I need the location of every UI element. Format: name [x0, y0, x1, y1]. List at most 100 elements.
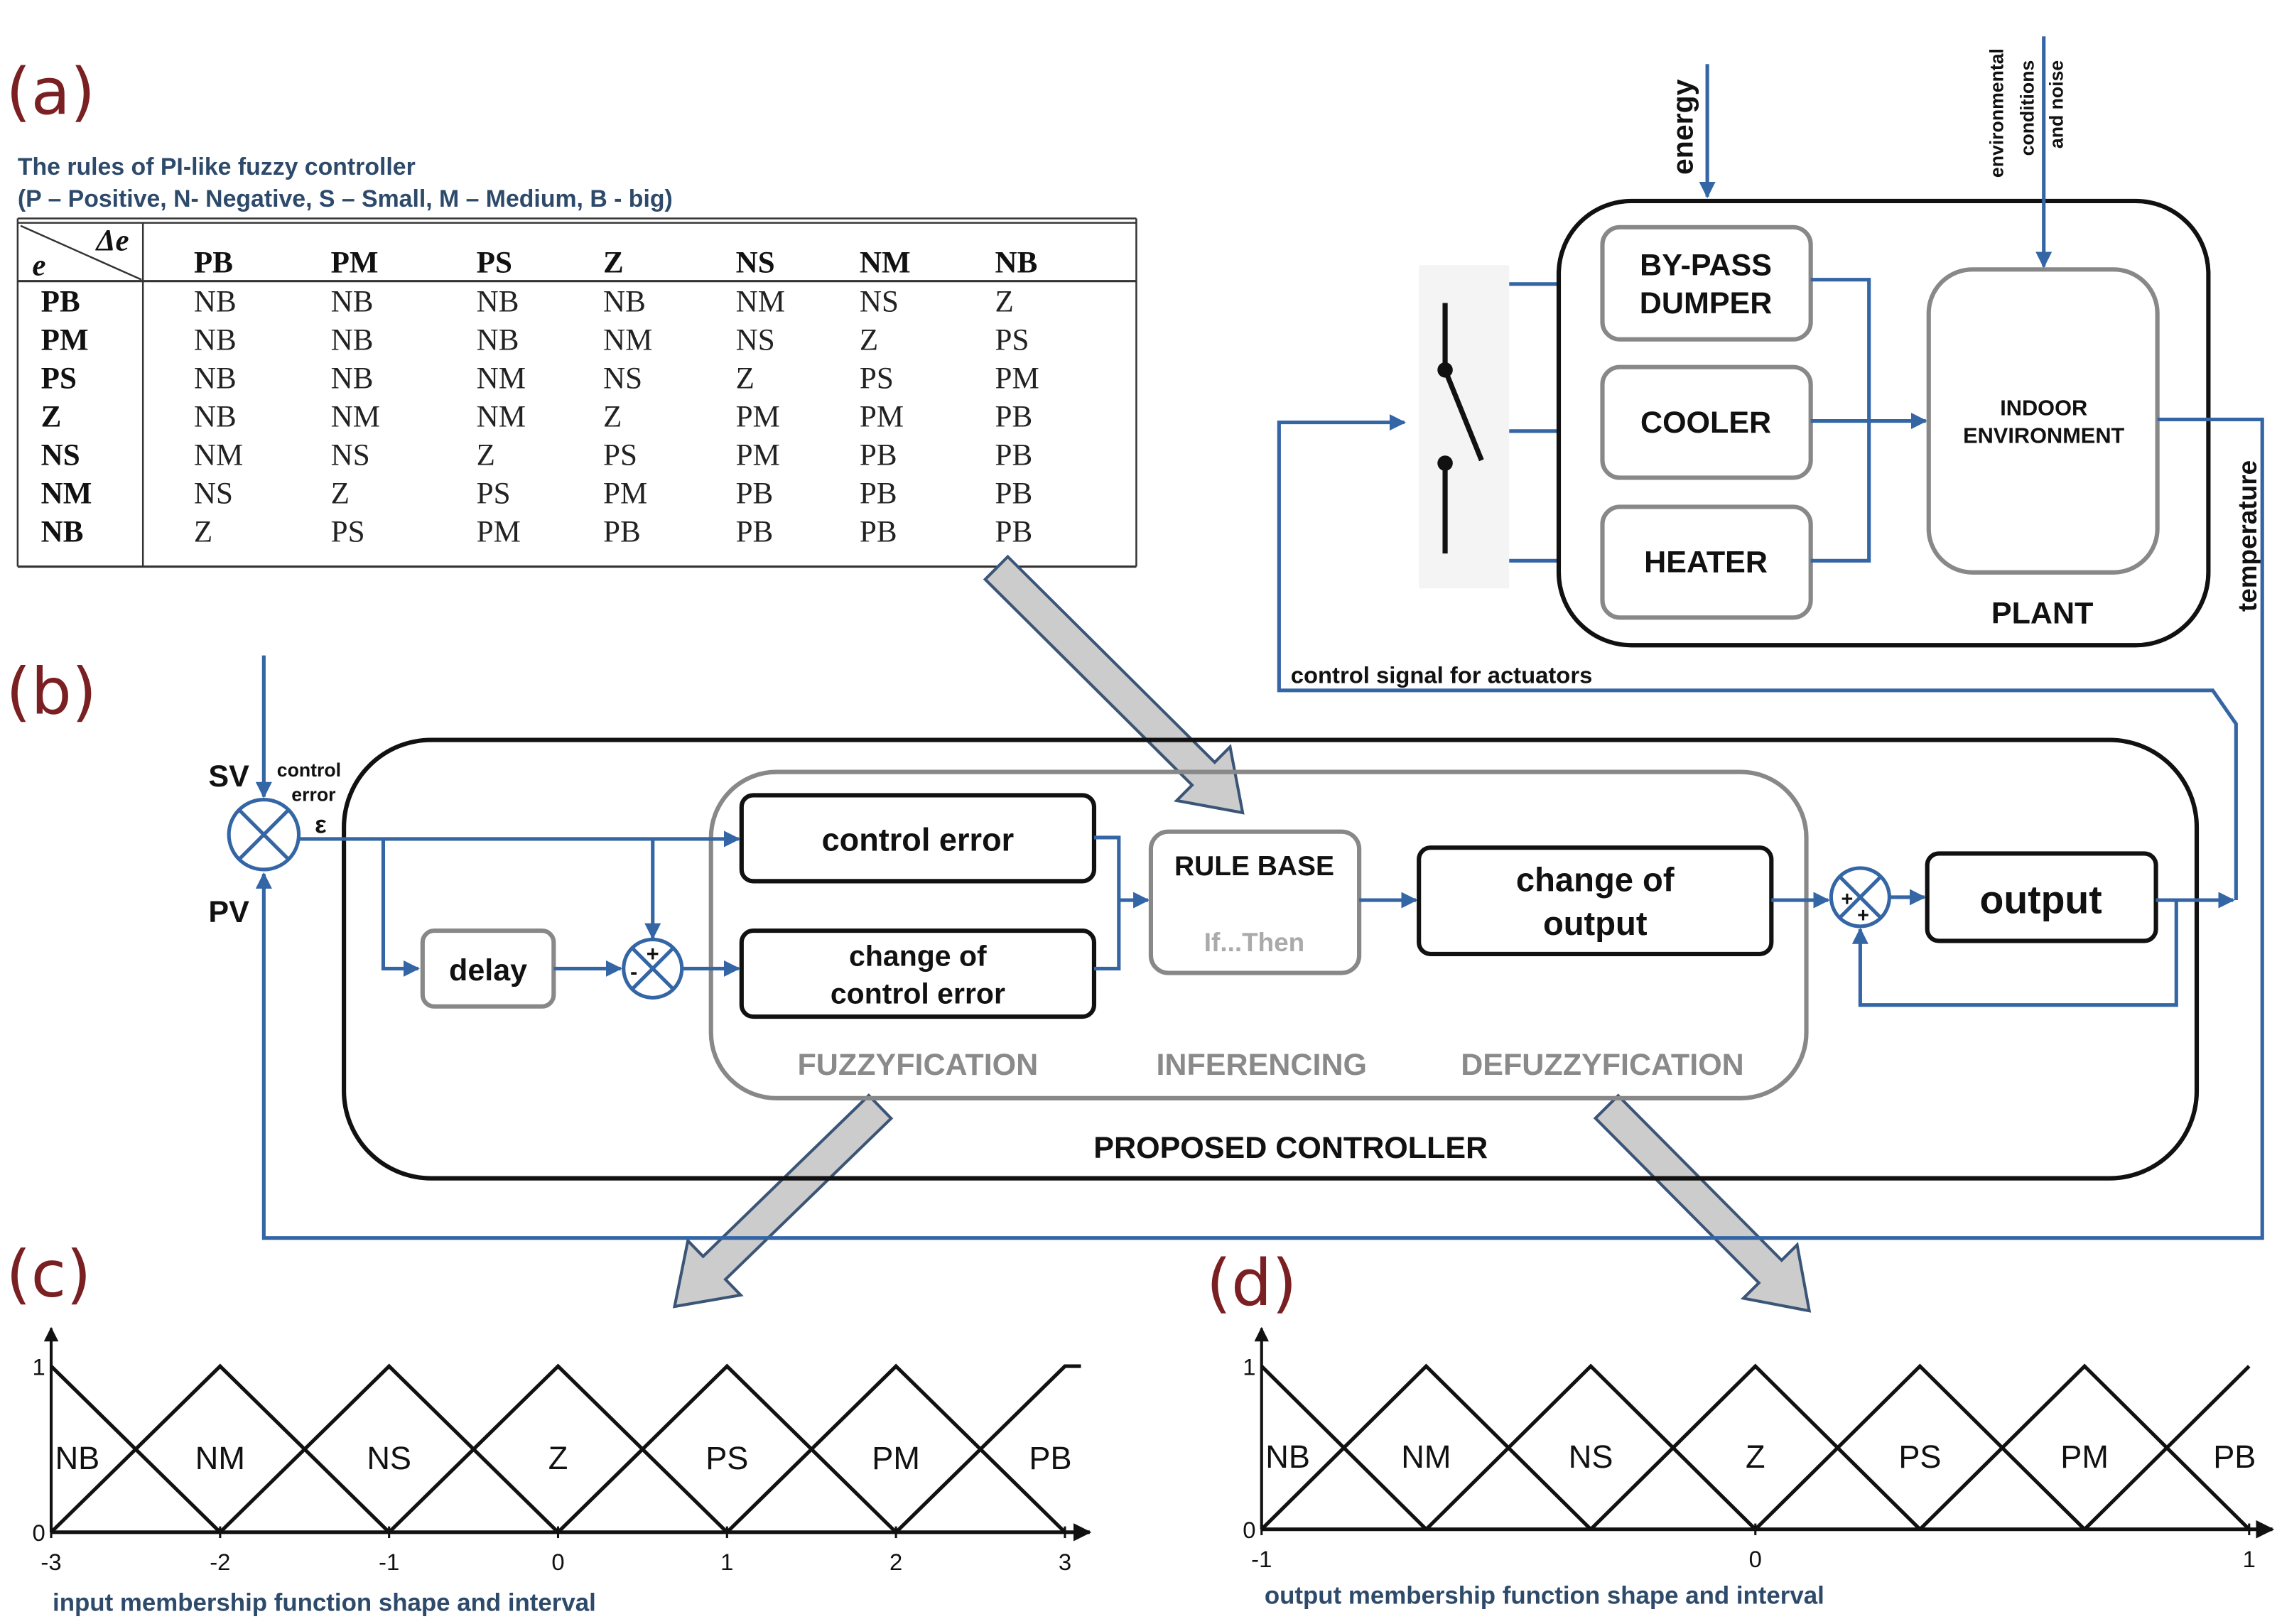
table-cell: PS [995, 324, 1029, 357]
table-cell: NB [331, 324, 374, 357]
set-label: Z [548, 1440, 568, 1476]
x-tick-label: -1 [1251, 1546, 1272, 1572]
set-label: NB [1265, 1439, 1310, 1475]
energy-label: energy [1667, 79, 1699, 175]
table-cell: Z [603, 401, 622, 434]
table-subtitle: (P – Positive, N- Negative, S – Small, M… [18, 185, 673, 212]
corner-e: e [32, 249, 45, 282]
rule-base-label: RULE BASE [1174, 851, 1334, 882]
x-tick-label: 0 [1749, 1546, 1762, 1572]
table-cell: NM [603, 324, 652, 357]
table-cell: NS [603, 362, 642, 396]
table-cell: NS [194, 477, 233, 510]
temperature-feedback-line [255, 417, 2264, 1240]
membership-function-z [387, 1363, 729, 1534]
rules-table: The rules of PI-like fuzzy controller (P… [16, 153, 1137, 568]
table-cell: NS [860, 286, 899, 319]
indoor-label-2: ENVIRONMENT [1963, 423, 2124, 448]
corner-diagonal [20, 224, 142, 281]
change-error-label-2: control error [831, 978, 1005, 1010]
plus-sign: + [647, 941, 659, 966]
rule-table-to-rule-base-arrow [983, 554, 1245, 815]
table-cell: PM [603, 477, 647, 510]
control-error-label: control error [822, 821, 1015, 857]
corner-delta-e: Δe [95, 224, 129, 258]
change-of-control-error-box [739, 929, 1097, 1019]
column-header: PM [331, 246, 379, 279]
panel-label-a: (a) [6, 55, 95, 129]
env-label-3: and noise [2045, 60, 2067, 148]
table-cell: PS [603, 438, 637, 472]
inferencing-label: INFERENCING [1156, 1048, 1367, 1082]
y-tick-label: 1 [1243, 1353, 1255, 1380]
row-header: NB [41, 515, 84, 548]
cooler-label: COOLER [1640, 406, 1771, 440]
table-cell: NM [736, 286, 785, 319]
table-cell: PB [995, 515, 1033, 548]
membership-function-pb [2083, 1365, 2251, 1531]
epsilon-label: ε [315, 811, 327, 839]
membership-function-pm [1918, 1363, 2251, 1531]
table-cell: NM [477, 401, 526, 434]
set-label: NM [1401, 1439, 1451, 1475]
x-tick-label: -1 [379, 1549, 399, 1575]
x-tick-label: -3 [40, 1549, 61, 1575]
table-cell: NB [603, 286, 646, 319]
table-cell: NB [477, 324, 519, 357]
output-chart-caption: output membership function shape and int… [1265, 1581, 1824, 1609]
output-label: output [1980, 877, 2102, 921]
table-cell: NM [477, 362, 526, 396]
controller-diagram: SV PV control error ε delay + - control … [208, 655, 2235, 1181]
change-output-label-1: change of [1516, 861, 1675, 899]
set-label: PM [872, 1440, 920, 1476]
table-cell: NB [331, 362, 374, 396]
x-tick-label: 2 [889, 1549, 902, 1575]
row-header: NS [41, 438, 80, 472]
fuzzyfication-to-input-chart-arrow [672, 1093, 894, 1309]
column-header: NB [995, 246, 1038, 279]
y-tick-label: 0 [1243, 1517, 1255, 1543]
set-label: PB [2213, 1439, 2256, 1475]
x-tick-label: 3 [1059, 1549, 1071, 1575]
table-cell: PB [860, 515, 897, 548]
table-cell: PB [860, 438, 897, 472]
rule-base-box [1148, 829, 1362, 975]
membership-function-ns [219, 1363, 560, 1534]
env-label-1: environmental [1986, 48, 2007, 178]
table-cell: PB [736, 515, 774, 548]
plus-sign-2: + [1857, 904, 1869, 927]
y-tick-label: 0 [33, 1520, 45, 1546]
heater-label: HEATER [1644, 546, 1768, 580]
table-cell: Z [194, 515, 212, 548]
table-cell: PB [736, 477, 774, 510]
panel-label-c: (c) [6, 1238, 91, 1312]
fuzzy-core-box [708, 769, 1809, 1100]
indoor-label-1: INDOOR [2000, 395, 2087, 420]
row-header: PB [41, 286, 80, 319]
table-cell: PM [860, 401, 904, 434]
panel-label-d: (d) [1206, 1246, 1297, 1321]
y-tick-label: 1 [33, 1353, 45, 1380]
big-arrows [672, 554, 1812, 1313]
table-cell: PB [860, 477, 897, 510]
table-cell: NB [194, 401, 237, 434]
set-label: Z [1746, 1439, 1765, 1475]
indoor-environment-box [1926, 267, 2160, 575]
column-header: Z [603, 246, 624, 279]
table-cell: PB [995, 477, 1033, 510]
defuzzyfication-to-output-chart-arrow [1593, 1093, 1812, 1313]
set-label: NS [367, 1440, 411, 1476]
table-cell: NS [331, 438, 370, 472]
table-title: The rules of PI-like fuzzy controller [18, 153, 416, 180]
table-cell: Z [995, 286, 1014, 319]
plus-sign-1: + [1841, 888, 1854, 911]
set-label: PS [1898, 1439, 1941, 1475]
control-error-small-1: control [277, 759, 341, 781]
if-then-label: If...Then [1204, 928, 1304, 957]
input-chart-caption: input membership function shape and inte… [53, 1589, 596, 1617]
delay-label: delay [449, 953, 527, 987]
set-label: NS [1569, 1439, 1613, 1475]
column-header: NS [736, 246, 775, 279]
